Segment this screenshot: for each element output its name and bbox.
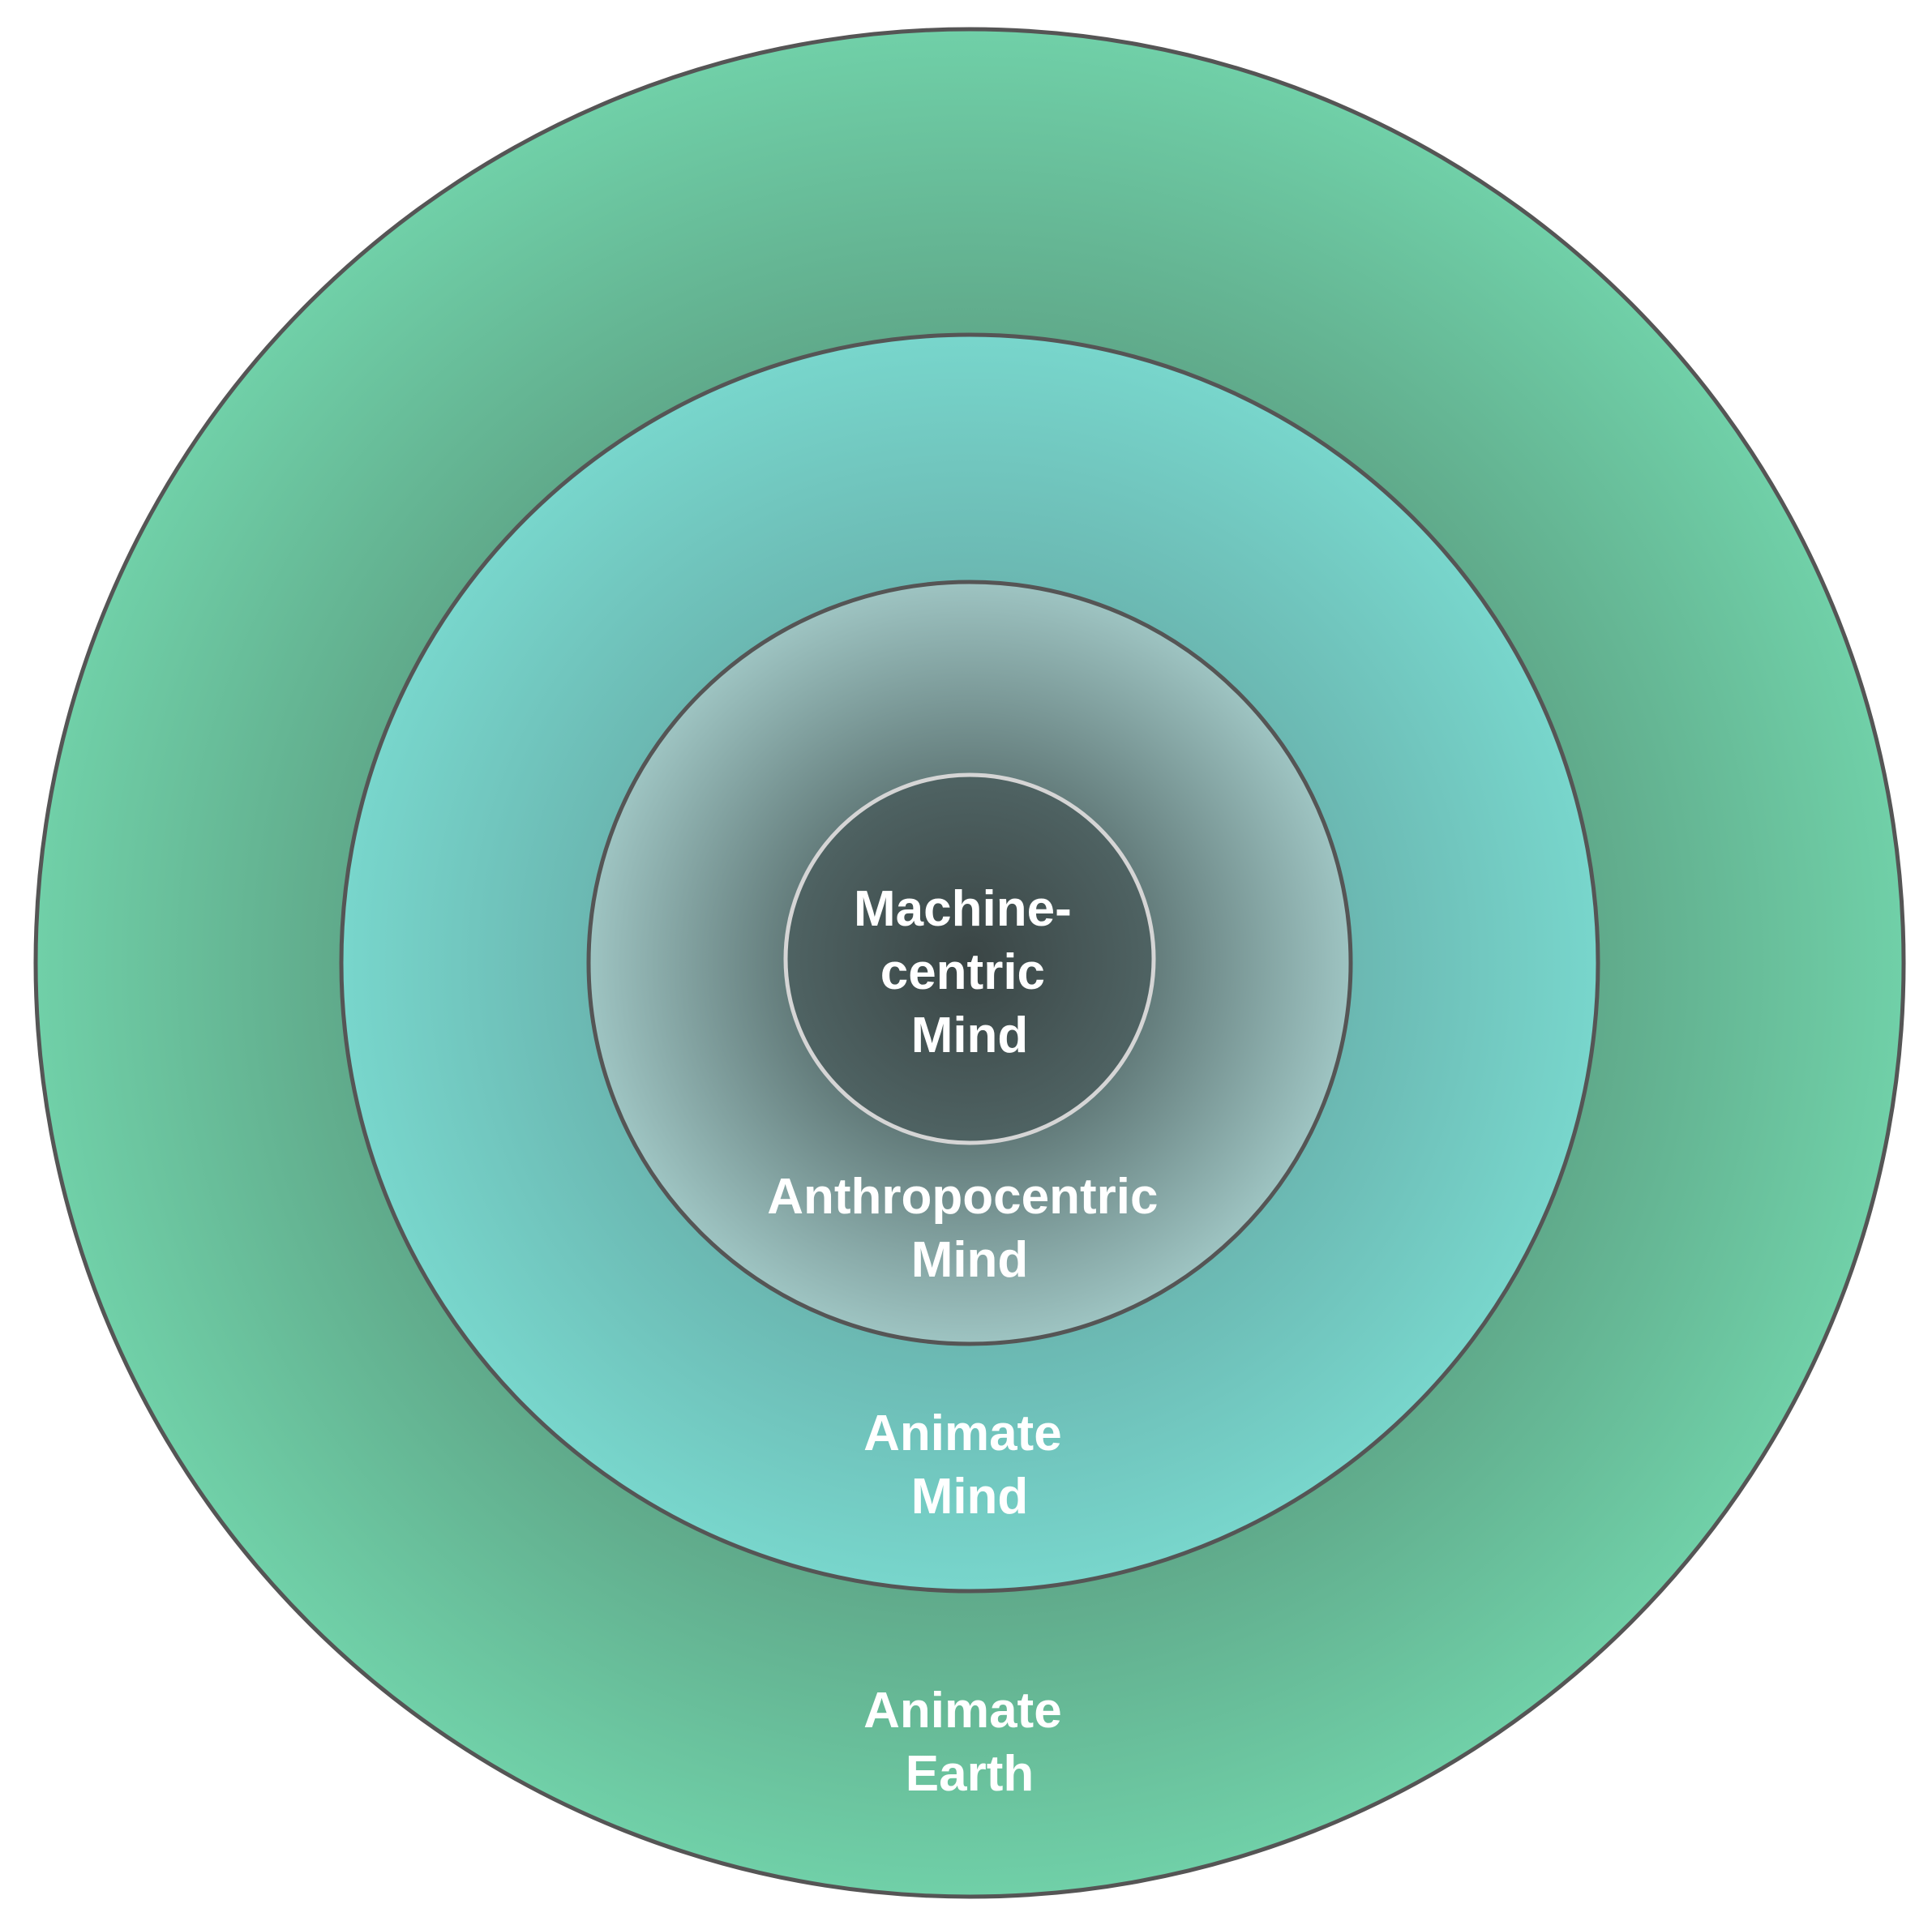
animate-earth-label-line-2: Earth: [906, 1746, 1034, 1802]
animate-earth-label: Animate Earth: [863, 1683, 1076, 1802]
animate-mind-label-line-1: Animate: [863, 1405, 1062, 1461]
machine-centric-label-line-1: Machine-: [854, 881, 1072, 937]
machine-centric-mind-core: [783, 772, 1156, 1145]
machine-centric-label-line-2: centric: [880, 944, 1045, 1000]
anthropocentric-label-line-2: Mind: [911, 1232, 1029, 1288]
animate-mind-label: Animate Mind: [863, 1405, 1076, 1525]
anthropocentric-label-line-1: Anthropocentric: [767, 1169, 1158, 1225]
machine-centric-label-line-3: Mind: [911, 1008, 1029, 1063]
animate-earth-label-line-1: Animate: [863, 1683, 1062, 1739]
machine-centric-mind-label: Machine- centric Mind: [854, 881, 1086, 1063]
anthropocentric-mind-label: Anthropocentric Mind: [767, 1169, 1172, 1288]
animate-mind-label-line-2: Mind: [911, 1469, 1029, 1525]
